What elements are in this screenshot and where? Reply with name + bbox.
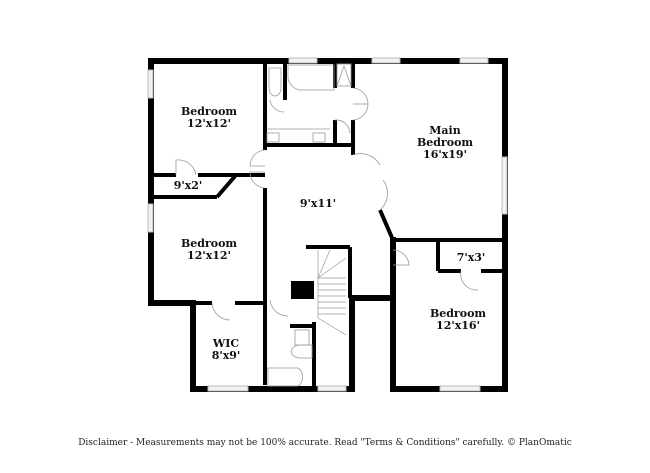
room-dimensions: 12'x16' xyxy=(436,319,480,332)
room-dimensions: 9'x11' xyxy=(299,197,337,210)
bathtub-icon xyxy=(287,64,335,91)
room-label-wic: WIC 8'x9' xyxy=(212,338,241,362)
room-name: WIC xyxy=(212,337,240,350)
room-name: Bedroom xyxy=(180,105,238,118)
room-name: Bedroom xyxy=(429,307,487,320)
room-dimensions: 16'x19' xyxy=(423,148,467,161)
room-label-closet-7x3: 7'x3' xyxy=(457,252,486,264)
room-name-line2: Bedroom xyxy=(416,136,474,149)
room-label-bedroom-w: Bedroom 12'x12' xyxy=(181,238,237,262)
sink-icon xyxy=(312,132,326,143)
doors xyxy=(175,87,479,321)
room-name: Bedroom xyxy=(180,237,238,250)
sink-icon xyxy=(266,132,280,143)
room-label-bedroom-nw: Bedroom 12'x12' xyxy=(181,106,237,130)
chimney-block xyxy=(291,281,314,299)
room-dimensions: 12'x12' xyxy=(187,249,231,262)
room-dimensions: 12'x12' xyxy=(187,117,231,130)
room-label-main-bedroom: Main Bedroom 16'x19' xyxy=(417,125,473,161)
windows xyxy=(147,57,508,392)
room-label-bedroom-se: Bedroom 12'x16' xyxy=(430,308,486,332)
room-dimensions: 8'x9' xyxy=(211,349,241,362)
stairs xyxy=(317,249,347,336)
room-name-line1: Main xyxy=(429,124,461,137)
interior-walls xyxy=(151,61,505,389)
room-dimensions: 7'x3' xyxy=(456,251,486,264)
room-label-closet-9x2: 9'x2' xyxy=(174,180,203,192)
fixtures xyxy=(266,63,352,387)
toilet-icon xyxy=(290,344,313,359)
room-label-hall: 9'x11' xyxy=(300,198,336,210)
tub-icon xyxy=(267,367,303,387)
disclaimer-text: Disclaimer - Measurements may not be 100… xyxy=(78,438,572,448)
toilet-icon xyxy=(268,67,282,97)
shower-icon xyxy=(336,63,352,87)
room-dimensions: 9'x2' xyxy=(173,179,203,192)
